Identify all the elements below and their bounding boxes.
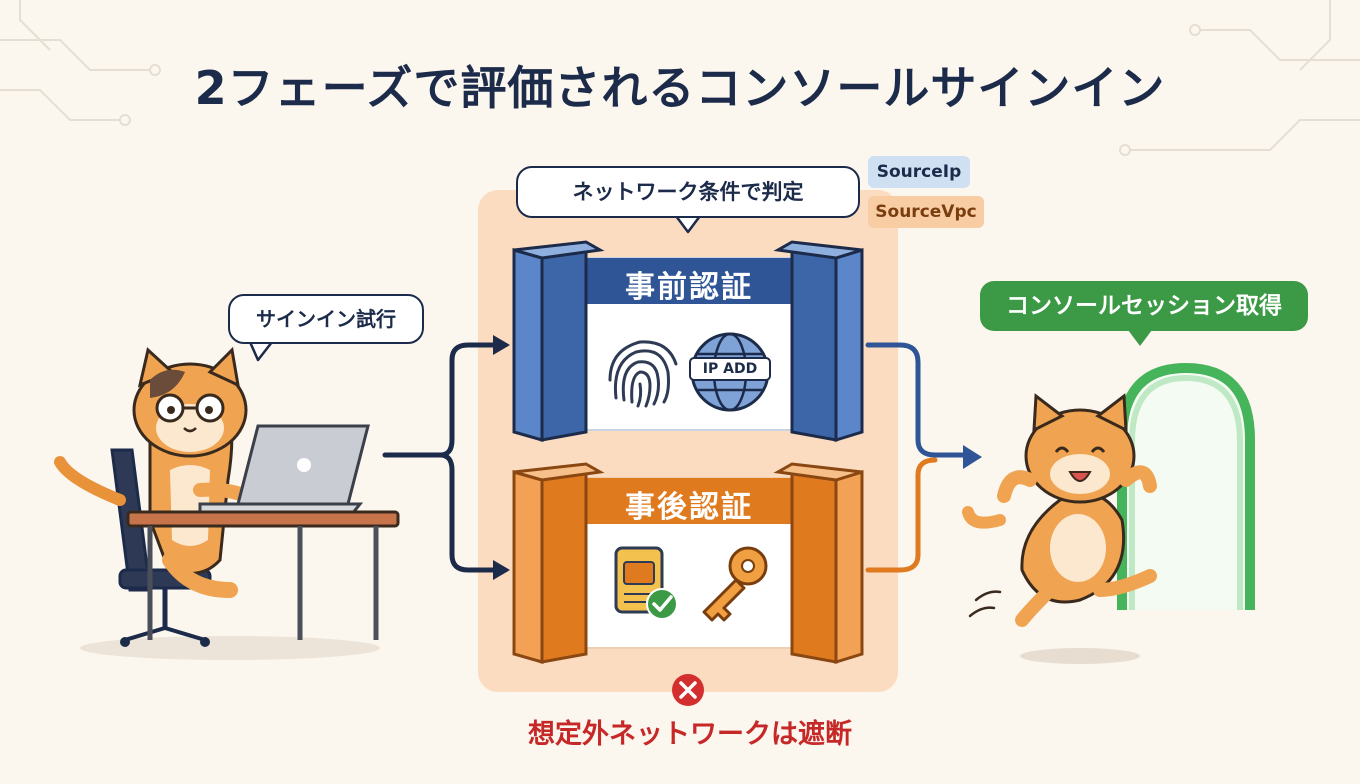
network-bubble: ネットワーク条件で判定	[516, 166, 860, 218]
desk	[126, 510, 400, 640]
pre-auth-gate	[512, 240, 864, 443]
network-bubble-text: ネットワーク条件で判定	[572, 180, 804, 204]
globe-icon	[689, 332, 771, 412]
tag-sourceip: SourceIp	[868, 156, 970, 188]
happy-cat-illustration	[962, 393, 1157, 664]
fingerprint-icon	[608, 340, 678, 408]
signin-bubble-text: サインイン試行	[256, 307, 396, 331]
signin-bubble-tail	[248, 340, 274, 362]
signin-bubble: サインイン試行	[228, 294, 424, 344]
cross-icon	[672, 674, 704, 706]
success-label: コンソールセッション取得	[980, 281, 1308, 331]
key-icon	[702, 546, 768, 622]
circuit-decoration	[0, 0, 1360, 156]
success-label-tail	[1128, 330, 1152, 346]
page-title: 2フェーズで評価されるコンソールサインイン	[194, 61, 1166, 115]
check-icon	[646, 588, 678, 620]
blocked-label: 想定外ネットワークは遮断	[528, 719, 852, 750]
pre-auth-title: 事前認証	[625, 270, 753, 305]
tag-sourcevpc-text: SourceVpc	[875, 202, 977, 222]
tag-sourcevpc: SourceVpc	[868, 196, 984, 228]
post-auth-title: 事後認証	[625, 490, 753, 525]
ip-address-label: IP ADD	[702, 361, 758, 377]
tag-sourceip-text: SourceIp	[876, 162, 962, 182]
